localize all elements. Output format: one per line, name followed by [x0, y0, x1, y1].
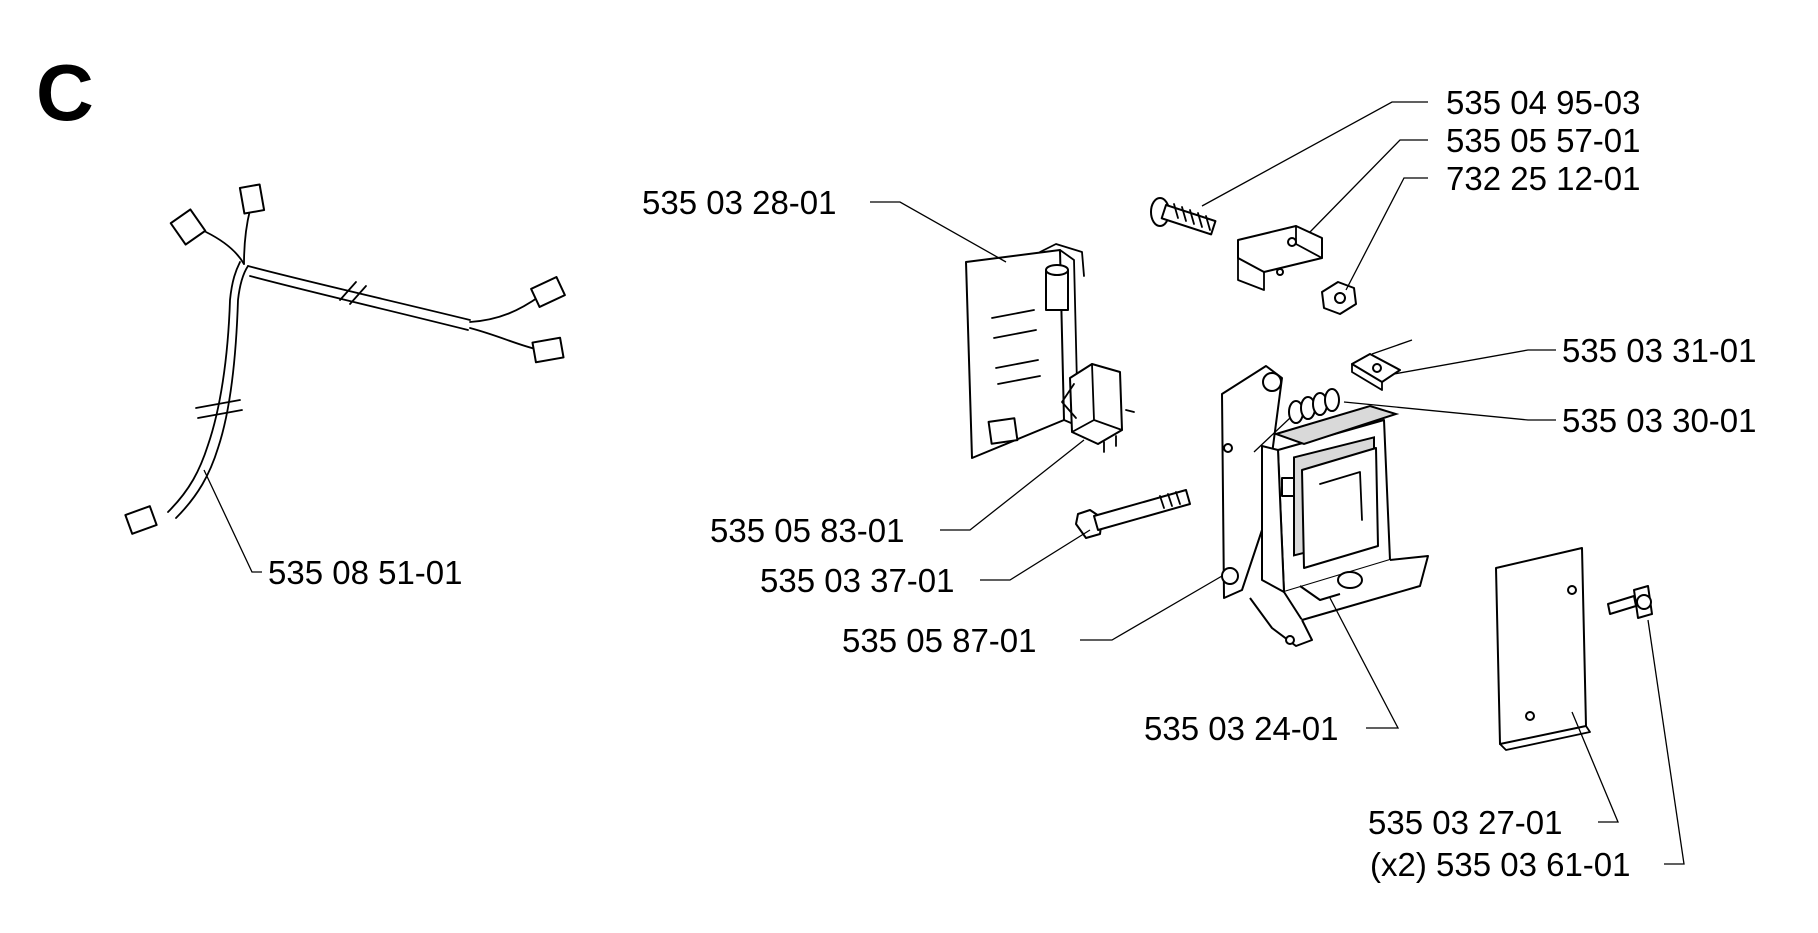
washer-plate-part — [1351, 339, 1413, 391]
cover-plate-part — [1495, 547, 1591, 751]
leader-lines — [203, 101, 1685, 865]
label-535-03-30-01: 535 03 30-01 — [1562, 402, 1757, 439]
part-number-labels: 535 04 95-03 535 05 57-01 732 25 12-01 5… — [268, 84, 1757, 883]
u-bracket-part — [1237, 225, 1323, 291]
section-letter: C — [36, 48, 94, 137]
label-535-03-37-01: 535 03 37-01 — [760, 562, 955, 599]
label-535-03-61-01: (x2) 535 03 61-01 — [1370, 846, 1631, 883]
wire-harness-part — [124, 183, 566, 535]
label-535-05-87-01: 535 05 87-01 — [842, 622, 1037, 659]
hex-nut-part — [1321, 281, 1357, 315]
label-535-03-24-01: 535 03 24-01 — [1144, 710, 1339, 747]
micro-switch-part — [1061, 363, 1135, 453]
label-535-05-83-01: 535 05 83-01 — [710, 512, 905, 549]
screw-part — [1150, 197, 1217, 236]
terminal-connector — [124, 183, 566, 535]
label-535-03-28-01: 535 03 28-01 — [642, 184, 837, 221]
label-535-08-51-01: 535 08 51-01 — [268, 554, 463, 591]
label-535-04-95-03: 535 04 95-03 — [1446, 84, 1641, 121]
long-screw-part — [1075, 489, 1191, 539]
switch-housing-part — [1221, 365, 1429, 647]
small-screw-part — [1607, 585, 1653, 619]
label-535-05-57-01: 535 05 57-01 — [1446, 122, 1641, 159]
label-535-03-31-01: 535 03 31-01 — [1562, 332, 1757, 369]
label-732-25-12-01: 732 25 12-01 — [1446, 160, 1641, 197]
spring-part — [1253, 388, 1340, 453]
label-535-03-27-01: 535 03 27-01 — [1368, 804, 1563, 841]
switch-plate-part — [965, 243, 1085, 459]
